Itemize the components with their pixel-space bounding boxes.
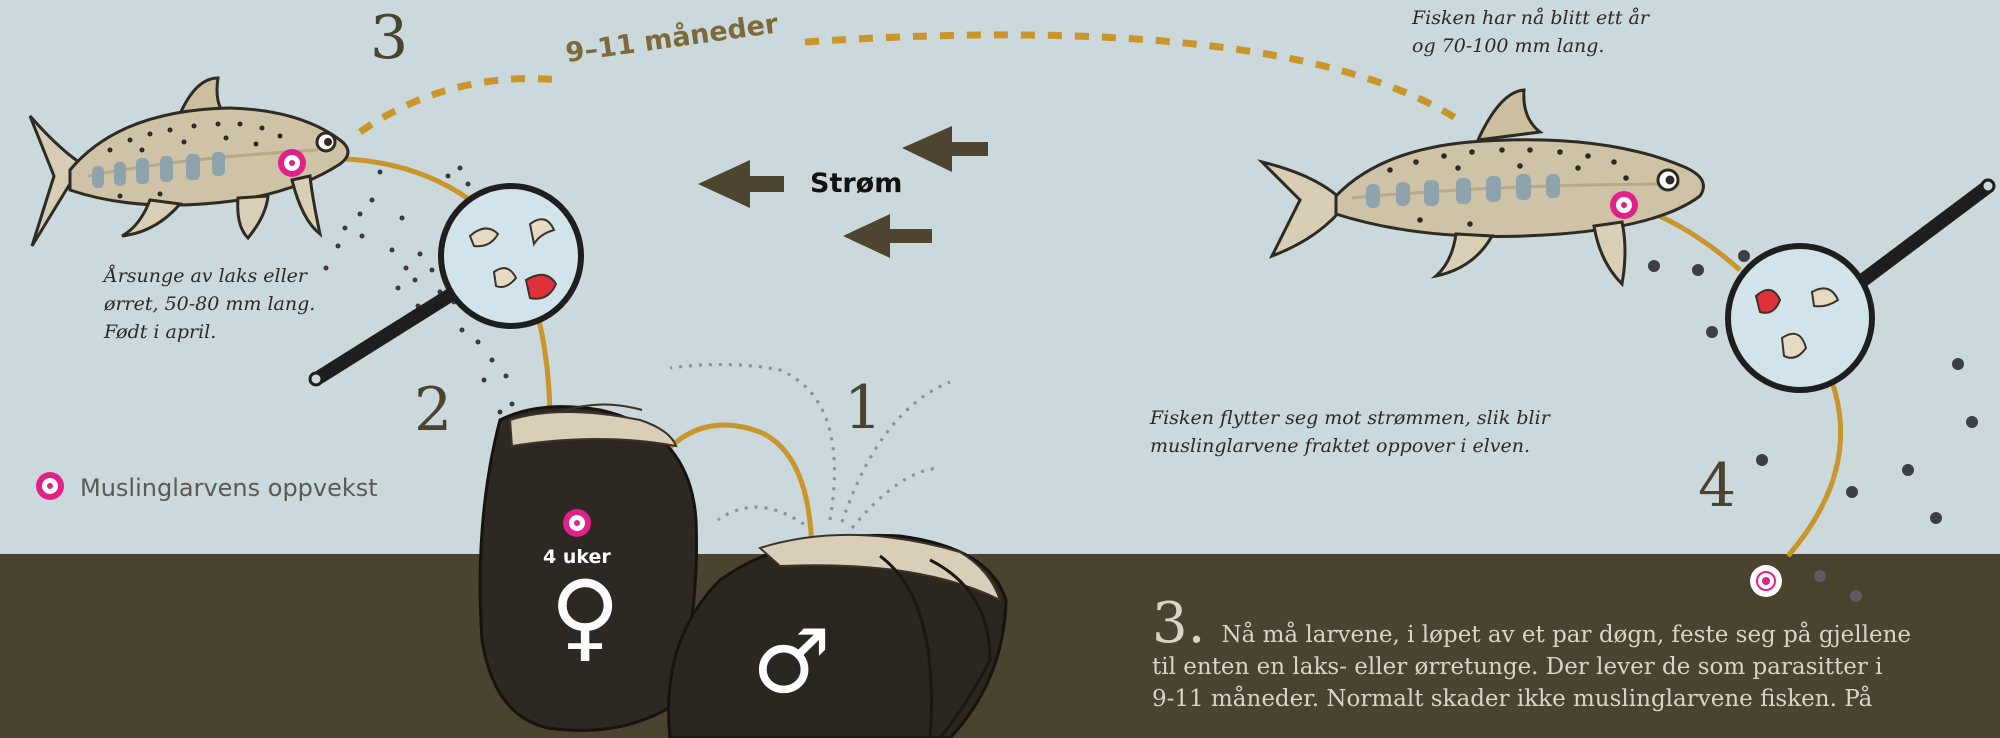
target-marker-icon	[278, 149, 306, 177]
step-number-1: 1	[844, 378, 882, 438]
current-arrow	[843, 214, 932, 258]
caption-line: Årsunge av laks eller	[104, 262, 315, 290]
step-number-4: 4	[1698, 456, 1736, 516]
body-text-line: Nå må larvene, i løpet av et par døgn, f…	[1221, 622, 1911, 648]
current-arrow	[698, 160, 784, 208]
months-dotted-arc	[360, 79, 560, 132]
target-marker-icon	[563, 509, 591, 537]
caption-line: muslinglarvene fraktet oppover i elven.	[1150, 432, 1550, 460]
male-symbol-icon: ♂	[752, 618, 831, 706]
caption-line: Født i april.	[104, 318, 315, 346]
months-dotted-arc-right	[805, 35, 1462, 122]
body-text: 3.Nå må larvene, i løpet av et par døgn,…	[1152, 604, 2000, 715]
body-first-line: 3.Nå må larvene, i løpet av et par døgn,…	[1152, 604, 2000, 651]
target-marker-icon	[1610, 191, 1638, 219]
caption-line: ørret, 50-80 mm lang.	[104, 290, 315, 318]
target-marker-icon	[1750, 565, 1782, 597]
caption-line: og 70-100 mm lang.	[1412, 32, 1649, 60]
young-fish-caption: Årsunge av laks eller ørret, 50-80 mm la…	[104, 262, 315, 346]
caption-line: Fisken flytter seg mot strømmen, slik bl…	[1150, 404, 1550, 432]
caption-line: Fisken har nå blitt ett år	[1412, 4, 1649, 32]
step-number-3: 3	[370, 8, 408, 68]
body-section-number: 3.	[1152, 591, 1205, 656]
migration-caption: Fisken flytter seg mot strømmen, slik bl…	[1150, 404, 1550, 460]
female-symbol-icon: ♀	[550, 568, 620, 664]
step-number-2: 2	[414, 380, 452, 440]
magnifier-left	[310, 186, 581, 385]
legend-label: Muslinglarvens oppvekst	[80, 474, 378, 502]
one-year-fish-caption: Fisken har nå blitt ett år og 70-100 mm …	[1412, 4, 1649, 60]
magnifier-right	[1728, 180, 1994, 390]
legend-marker-icon	[36, 472, 64, 500]
body-text-line: til enten en laks- eller ørretunge. Der …	[1152, 651, 2000, 683]
life-path-line	[1788, 382, 1841, 556]
body-text-line: 9-11 måneder. Normalt skader ikke muslin…	[1152, 683, 2000, 715]
one-year-fish-illustration	[1262, 90, 1703, 284]
current-label: Strøm	[810, 168, 902, 199]
current-arrow	[902, 126, 988, 172]
